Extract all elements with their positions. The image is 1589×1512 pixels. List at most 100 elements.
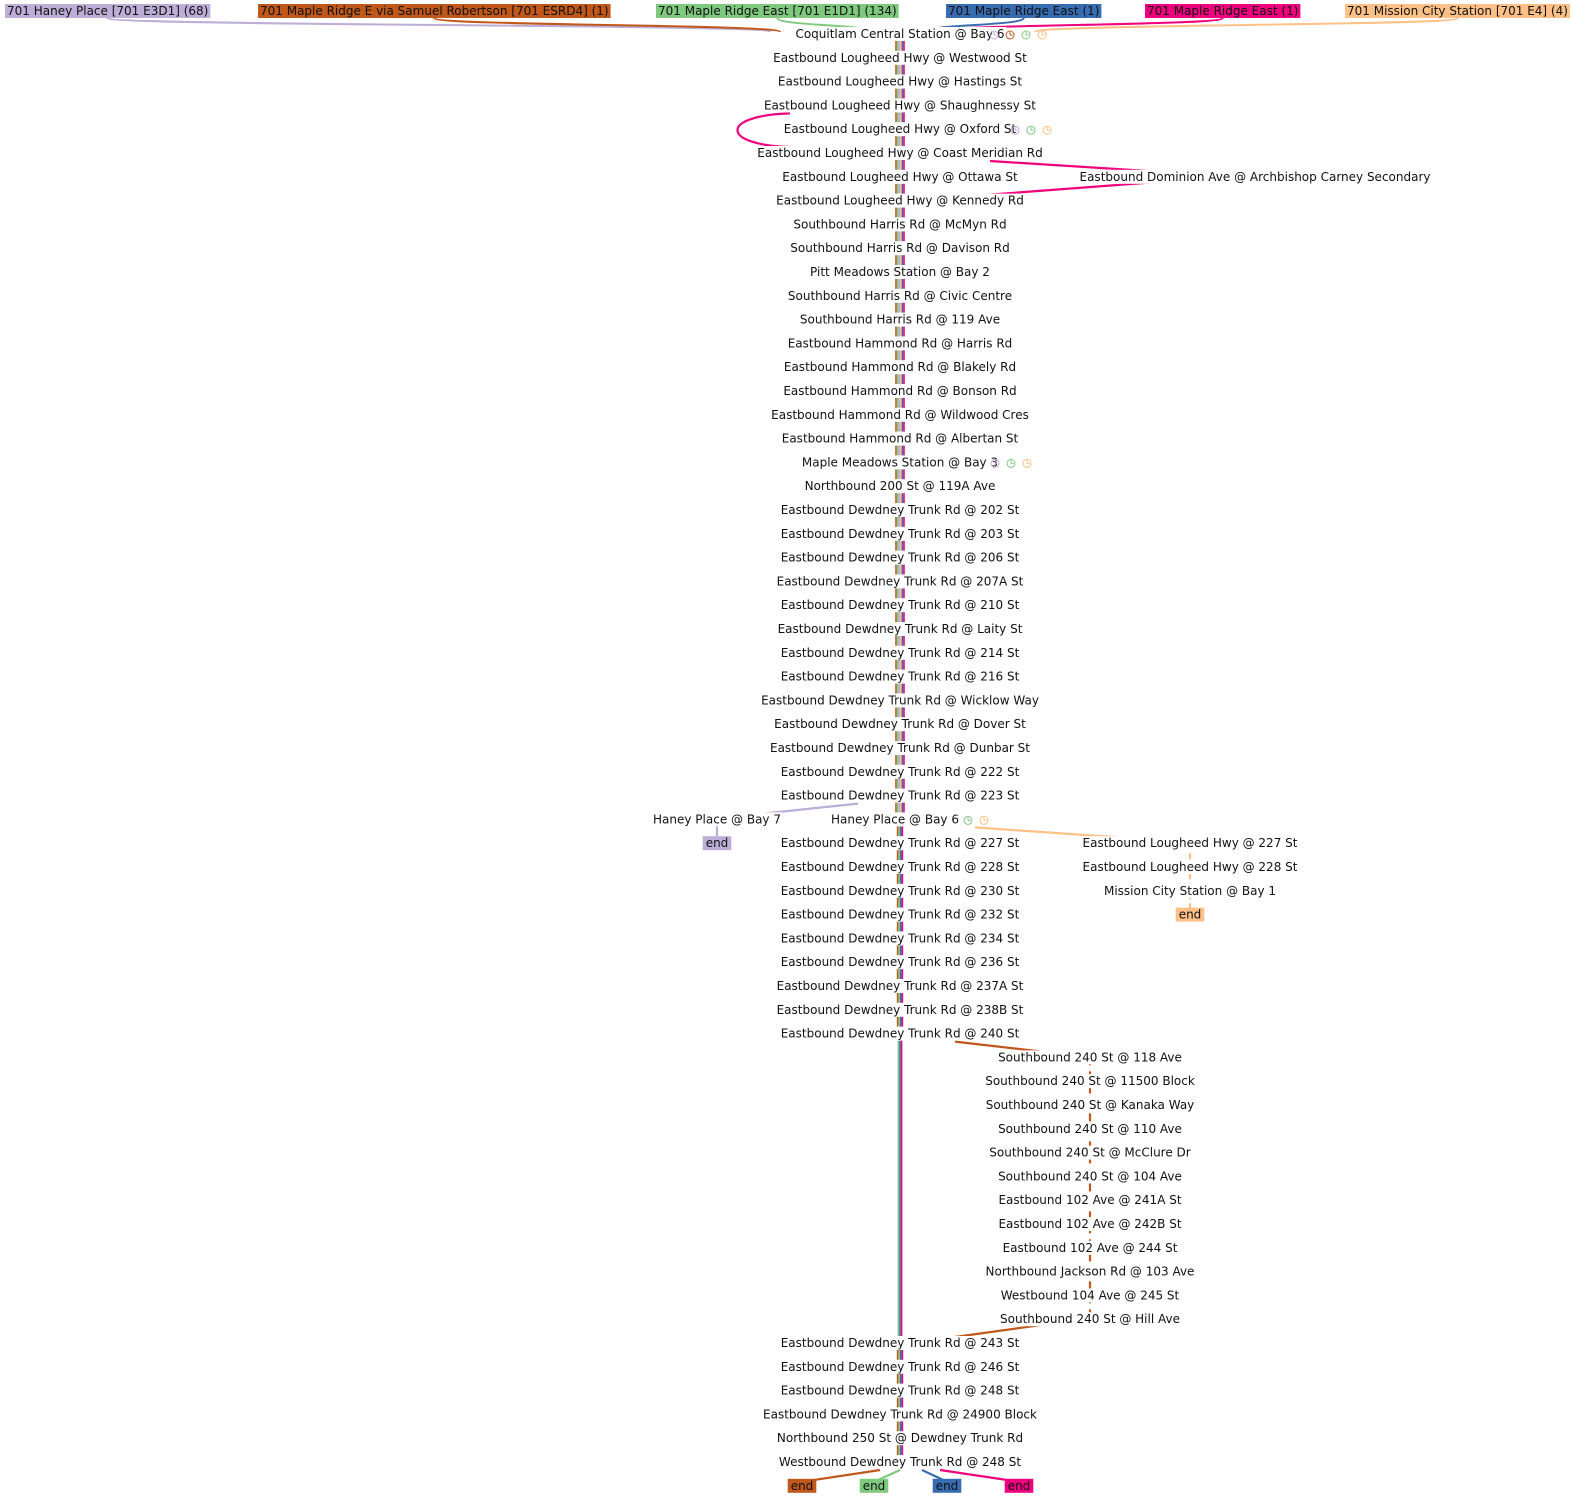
stop-label-bg <box>829 812 961 827</box>
mission-branch-line <box>974 826 1121 839</box>
clock-icon <box>1010 125 1020 135</box>
stop-label-bg <box>774 1002 1026 1017</box>
stop-label: Eastbound Lougheed Hwy @ Kennedy Rd <box>776 194 1024 208</box>
clock-icon <box>1005 30 1015 40</box>
stop-label-bg <box>779 431 1021 446</box>
branch-stop-dominion: Eastbound Dominion Ave @ Archbishop Carn… <box>1080 170 1431 184</box>
stop-label: Pitt Meadows Station @ Bay 2 <box>810 265 990 279</box>
stop-label-bg <box>778 526 1022 541</box>
end-marker-esrd4-box <box>787 1478 817 1493</box>
pink-branch-back <box>989 180 1161 196</box>
clock-icon <box>963 815 973 825</box>
stop-label: Eastbound Dewdney Trunk Rd @ 237A St <box>777 979 1024 993</box>
route-connector-haney <box>106 17 771 33</box>
stop-label-bg <box>778 836 1022 851</box>
stop-label-bg <box>775 74 1025 89</box>
route-header-box-e1d1 <box>656 4 899 18</box>
stop-label-bg <box>778 860 1022 874</box>
stop-label-bg <box>774 574 1026 589</box>
stop-label: Eastbound Dewdney Trunk Rd @ Dover St <box>774 717 1026 731</box>
stop-label-bg <box>774 193 1026 208</box>
timing-markers <box>963 30 1052 825</box>
branch-stop-dominion-bg <box>1077 169 1433 184</box>
stop-labels: Coquitlam Central Station @ Bay 6 Eastbou… <box>651 27 1433 1469</box>
clock-icon <box>1022 458 1032 468</box>
route-header-box-mission <box>1345 4 1570 18</box>
stop-label: Northbound 200 St @ 119A Ave <box>805 479 996 493</box>
detour-stop-label: Southbound 240 St @ Kanaka Way <box>986 1098 1195 1112</box>
detour-back-line <box>954 1324 1041 1339</box>
stop-label: Eastbound Lougheed Hwy @ Shaughnessy St <box>764 98 1036 112</box>
stop-label: Eastbound Dewdney Trunk Rd @ 223 St <box>781 789 1020 803</box>
stop-label: Eastbound Hammond Rd @ Bonson Rd <box>783 384 1016 398</box>
stop-label: Northbound 250 St @ Dewdney Trunk Rd <box>777 1431 1023 1445</box>
stop-label-bg <box>778 1383 1022 1398</box>
stop-label: Eastbound Dewdney Trunk Rd @ 228 St <box>781 860 1020 874</box>
detour-stop-label-bg <box>996 1217 1184 1231</box>
stop-label: Eastbound Dewdney Trunk Rd @ Wicklow Way <box>761 693 1039 707</box>
end-marker-mission: end <box>1179 908 1202 922</box>
stop-label: Eastbound Hammond Rd @ Harris Rd <box>788 336 1013 350</box>
detour-stop-label-bg <box>987 1145 1193 1160</box>
stop-label-bg <box>781 384 1019 398</box>
stop-label-bg <box>778 1359 1022 1374</box>
stop-label: Eastbound Lougheed Hwy @ Ottawa St <box>782 170 1018 184</box>
stop-label: Southbound Harris Rd @ Davison Rd <box>790 241 1010 255</box>
stop-label: Eastbound Hammond Rd @ Blakely Rd <box>784 360 1016 374</box>
stop-label: Eastbound Dewdney Trunk Rd @ 234 St <box>781 931 1020 945</box>
detour-stop-label-bg <box>983 1098 1197 1112</box>
stop-label-bg <box>778 645 1022 660</box>
stop-label: Eastbound Dewdney Trunk Rd @ 248 St <box>781 1384 1020 1398</box>
stop-label: Eastbound Dewdney Trunk Rd @ Dunbar St <box>770 741 1030 755</box>
detour-stop-label-bg <box>1000 1240 1180 1255</box>
stop-label-bg <box>808 265 992 279</box>
stop-label-bg <box>781 360 1019 375</box>
branch-stop-mission-bg <box>1101 883 1279 898</box>
clock-icon <box>989 30 999 40</box>
end-marker-e1d1-box <box>859 1478 889 1493</box>
stop-label-bg <box>797 312 1003 327</box>
detour-stop-label: Northbound Jackson Rd @ 103 Ave <box>986 1265 1195 1279</box>
stop-label: Eastbound Dewdney Trunk Rd @ 206 St <box>781 551 1020 565</box>
stop-label-bg <box>778 598 1022 613</box>
detour-out-line <box>954 1040 1041 1053</box>
stop-label-bg <box>755 146 1045 160</box>
end-marker-e1d1: end <box>863 1479 886 1493</box>
stop-label: Eastbound Dewdney Trunk Rd @ 207A St <box>777 574 1024 588</box>
detour-stop-label-bg <box>983 1264 1197 1279</box>
stop-label: Eastbound Dewdney Trunk Rd @ 227 St <box>781 836 1020 850</box>
stop-label: Eastbound Lougheed Hwy @ Oxford St <box>784 122 1017 136</box>
stop-label-bg <box>778 503 1022 517</box>
detour-stop-label: Eastbound 102 Ave @ 244 St <box>1003 1241 1178 1255</box>
clock-icon <box>979 815 989 825</box>
detour-stop-label: Southbound 240 St @ 110 Ave <box>998 1122 1182 1136</box>
stop-label-bg <box>778 883 1022 898</box>
stop-label: Eastbound Lougheed Hwy @ Hastings St <box>778 75 1022 89</box>
route-header-mrblue: 701 Maple Ridge East (1) <box>948 4 1099 18</box>
branch-stop-haney-bay7-bg <box>651 812 783 827</box>
route-header-box-esrd4 <box>258 4 611 18</box>
stop-label: Eastbound Dewdney Trunk Rd @ 238B St <box>777 1003 1024 1017</box>
stop-label: Eastbound Lougheed Hwy @ Westwood St <box>773 51 1027 65</box>
stop-label: Eastbound Dewdney Trunk Rd @ 232 St <box>781 908 1020 922</box>
stop-label: Coquitlam Central Station @ Bay 6 <box>795 27 1004 41</box>
stop-label-bg <box>761 98 1039 113</box>
end-marker-haney-box <box>702 836 732 851</box>
stop-label-bg <box>791 217 1009 232</box>
stop-label-bg <box>772 717 1029 732</box>
stop-label-bg <box>771 50 1030 65</box>
stop-label-bg <box>776 1455 1024 1469</box>
route-headers: 701 Haney Place [701 E3D1] (68)701 Maple… <box>5 4 1570 18</box>
stop-label-bg <box>759 693 1041 708</box>
stop-label-bg <box>778 907 1022 922</box>
end-marker-mrpink: end <box>1008 1479 1031 1493</box>
stop-label: Haney Place @ Bay 6 <box>831 812 959 826</box>
haney-branch-line <box>764 802 859 815</box>
stop-label: Eastbound Hammond Rd @ Albertan St <box>782 432 1019 446</box>
detour-stop-label-bg <box>983 1074 1197 1089</box>
detour-stop-label-bg <box>996 1193 1184 1208</box>
end-marker-esrd4: end <box>791 1479 814 1493</box>
stop-label: Eastbound Dewdney Trunk Rd @ 230 St <box>781 884 1020 898</box>
